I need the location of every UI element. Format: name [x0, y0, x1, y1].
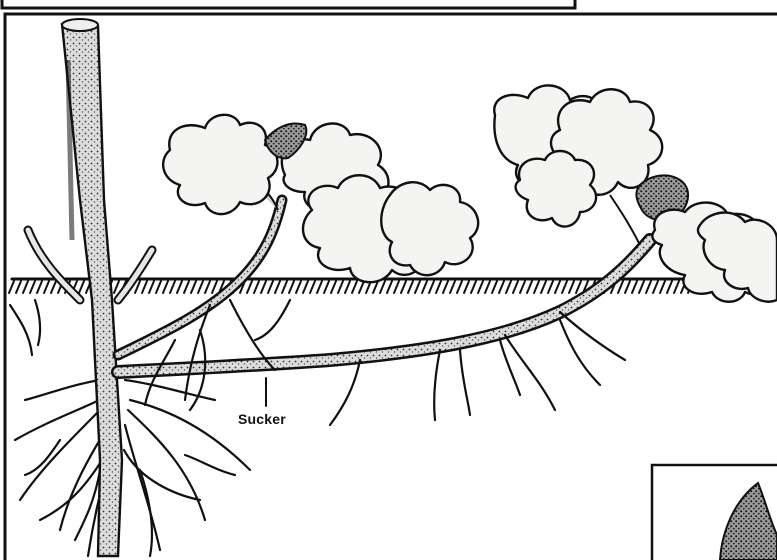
- sucker-label: Sucker: [238, 411, 286, 427]
- inset-detail-box: [652, 465, 777, 560]
- top-header-box: [2, 0, 575, 8]
